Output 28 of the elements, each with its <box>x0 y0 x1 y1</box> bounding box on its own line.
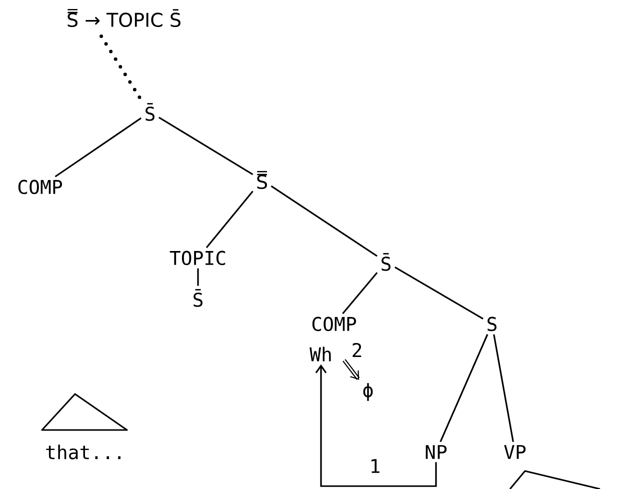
tree-line <box>54 117 142 178</box>
tree-line <box>440 334 488 442</box>
tree-node-label: S <box>488 316 496 332</box>
tree-node-label: S̄ <box>382 253 390 271</box>
tree-node-label: TOPIC <box>170 250 226 266</box>
edge-label: 1 <box>368 458 382 474</box>
rule-text: S̿ → TOPIC S̄ <box>68 8 180 28</box>
tree-line <box>197 268 199 286</box>
tree-line <box>206 190 254 248</box>
tree-line <box>493 334 514 442</box>
tree-node-label: NP <box>426 445 447 459</box>
tree-line <box>158 116 254 176</box>
tree-node-label: S̄ <box>194 289 202 307</box>
wh-label: Wh <box>310 346 331 362</box>
tree-line <box>100 34 143 102</box>
tree-node-label: S̿ <box>257 170 267 190</box>
index-number: 2 <box>352 342 362 358</box>
arrow <box>315 364 437 487</box>
tree-line <box>270 185 378 257</box>
tree-node-label: S̄ <box>146 103 154 121</box>
arrow <box>342 359 360 380</box>
text-label: that... <box>46 444 120 460</box>
tree-node-label: COMP <box>18 180 62 194</box>
phi-symbol: ϕ <box>363 383 373 401</box>
tree-node-label: VP <box>504 445 526 459</box>
tree-node-label: COMP <box>312 316 356 332</box>
tree-line <box>342 272 378 314</box>
tree-line <box>394 266 484 320</box>
